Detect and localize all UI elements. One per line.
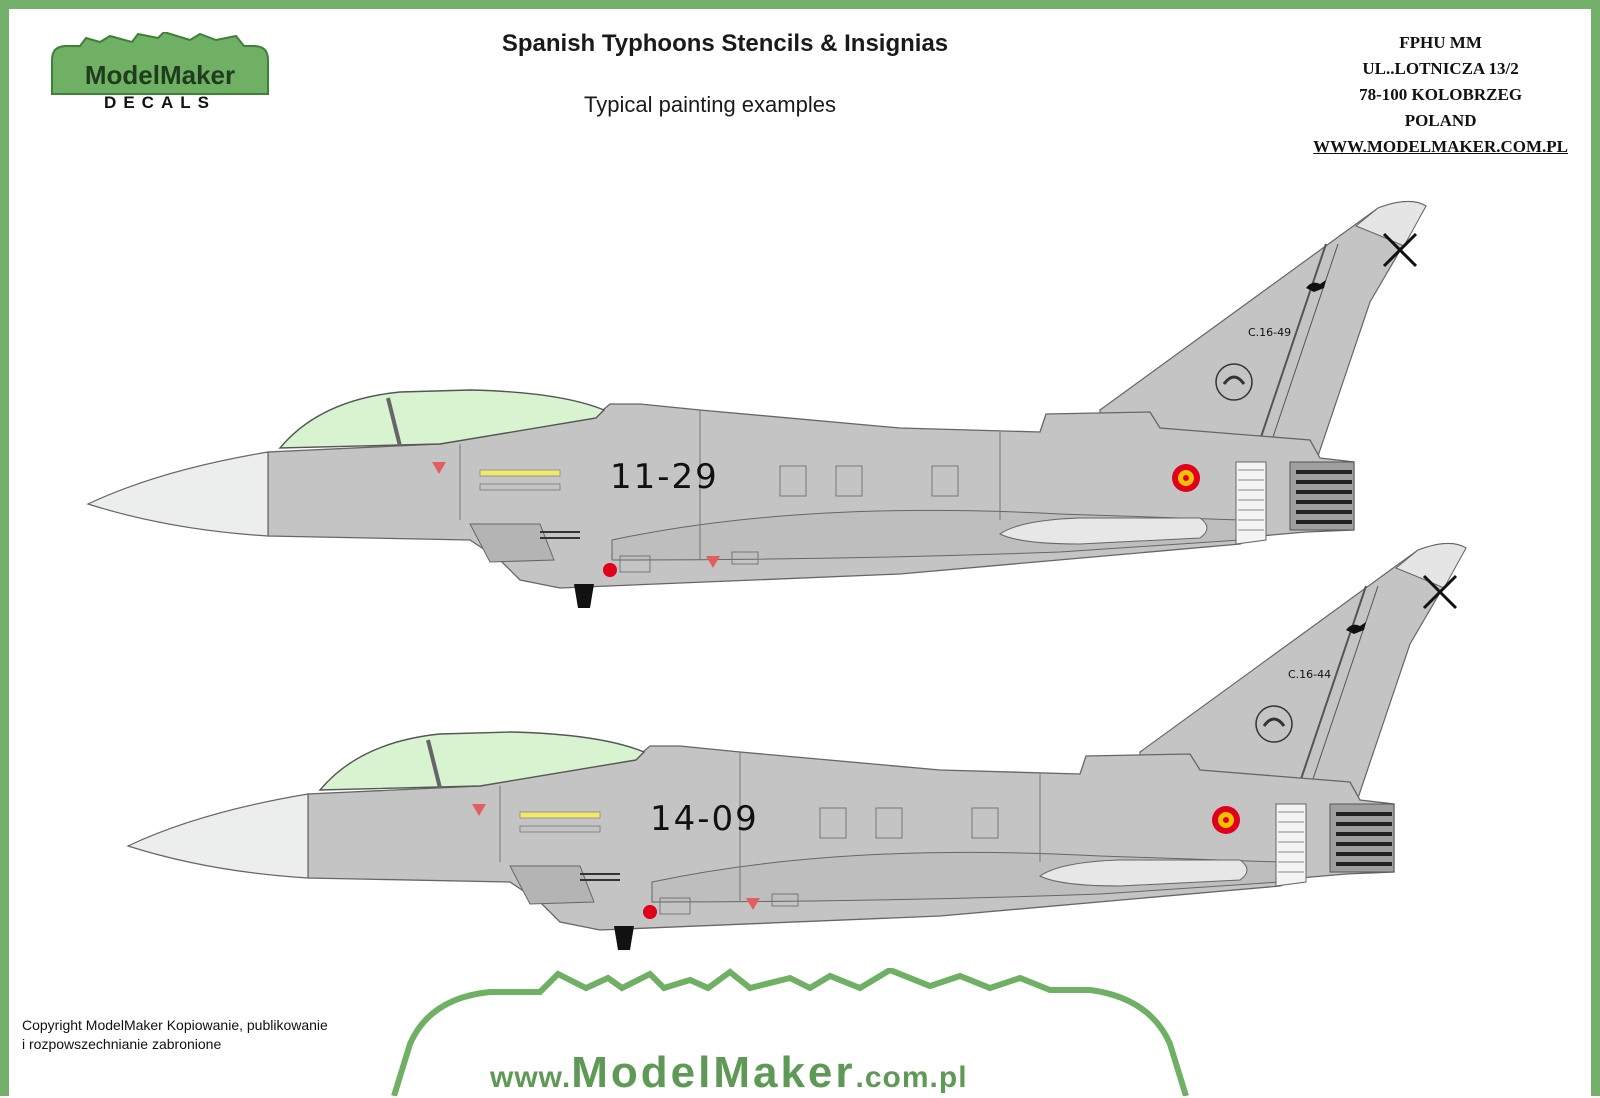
company-address: FPHU MM UL..LOTNICZA 13/2 78-100 KOLOBRZ… bbox=[1313, 30, 1568, 160]
aircraft-2-serial: C.16-44 bbox=[1288, 668, 1331, 681]
address-line-2: UL..LOTNICZA 13/2 bbox=[1362, 59, 1519, 78]
footer-url-suffix: .com.pl bbox=[855, 1061, 968, 1094]
footer-url: www.ModelMaker.com.pl bbox=[490, 1048, 968, 1098]
aircraft-1-code: 11-29 bbox=[610, 457, 719, 497]
address-line-1: FPHU MM bbox=[1399, 33, 1482, 52]
copyright-line-2: i rozpowszechnianie zabronione bbox=[22, 1036, 222, 1052]
skyline-outline bbox=[391, 968, 1189, 1096]
footer-url-brand: ModelMaker bbox=[571, 1048, 856, 1097]
address-line-4: POLAND bbox=[1404, 111, 1477, 130]
copyright-notice: Copyright ModelMaker Kopiowanie, publiko… bbox=[22, 1016, 328, 1054]
page-title: Spanish Typhoons Stencils & Insignias bbox=[501, 30, 949, 57]
address-url: WWW.MODELMAKER.COM.PL bbox=[1313, 137, 1568, 156]
aircraft-1-serial: C.16-49 bbox=[1248, 326, 1291, 339]
logo-brand-text: ModelMaker bbox=[85, 60, 235, 90]
copyright-line-1: Copyright ModelMaker Kopiowanie, publiko… bbox=[22, 1017, 328, 1033]
aircraft-2-code: 14-09 bbox=[650, 799, 759, 839]
logo-tagline-text: DECALS bbox=[104, 93, 216, 112]
page-subtitle: Typical painting examples bbox=[584, 92, 836, 117]
address-line-3: 78-100 KOLOBRZEG bbox=[1359, 85, 1523, 104]
footer-url-prefix: www. bbox=[490, 1061, 572, 1094]
aircraft-1-drawing bbox=[86, 199, 1428, 611]
modelmaker-logo: ModelMaker DECALS bbox=[51, 32, 269, 112]
aircraft-2-drawing bbox=[126, 541, 1468, 952]
